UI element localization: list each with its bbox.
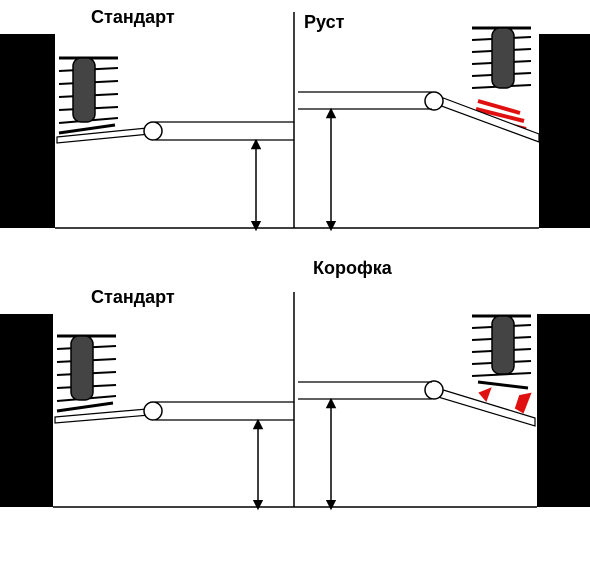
- shock-absorber-right-bottom: [491, 315, 515, 375]
- tire-left-top: [0, 34, 55, 228]
- pivot-joint-right-top: [424, 91, 444, 111]
- tire-right-top: [539, 34, 590, 228]
- top-left-label: Стандарт: [91, 7, 175, 27]
- bottom-right-panel: [294, 314, 590, 511]
- control-arm-left-bottom: [54, 408, 151, 424]
- shock-absorber-right-top: [491, 27, 515, 89]
- pivot-joint-left-bottom: [143, 401, 163, 421]
- bottom-left-label: Стандарт: [91, 287, 175, 307]
- top-left-panel: [0, 34, 294, 232]
- spacer-block-red-left: [478, 387, 492, 402]
- tire-right-bottom: [537, 314, 590, 507]
- top-right-label: Руст: [304, 12, 345, 32]
- bottom-section-title: Корофка: [313, 258, 392, 278]
- pivot-joint-right-bottom: [424, 380, 444, 400]
- spacer-block-red-right: [514, 392, 532, 414]
- bottom-left-panel: [0, 314, 294, 511]
- pivot-joint-left-top: [143, 121, 163, 141]
- shock-absorber-left-bottom: [70, 335, 94, 401]
- top-right-panel: [294, 26, 590, 232]
- tire-left-bottom: [0, 314, 53, 507]
- shock-absorber-left-top: [72, 57, 96, 123]
